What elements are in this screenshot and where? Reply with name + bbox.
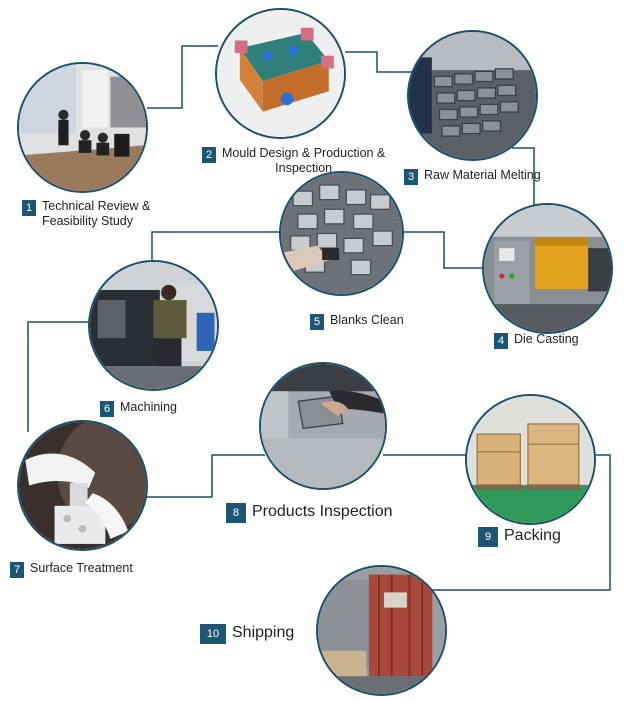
step-10-label: 10 Shipping [200,623,294,644]
photo-packing [465,394,596,525]
step-1-title: Technical Review & Feasibility Study [42,199,151,228]
step-5-number: 5 [310,314,324,330]
step-6-title: Machining [120,400,177,414]
step-3-label: 3 Raw Material Melting [404,168,541,185]
step-7-label: 7 Surface Treatment [10,561,133,578]
photo-mould-design [215,8,346,139]
photo-products-inspection [259,362,387,490]
photo-raw-material [407,30,538,161]
photo-technical-review [17,62,148,193]
step-9-title: Packing [504,527,561,544]
photo-shipping [316,565,447,696]
step-5-label: 5 Blanks Clean [310,313,404,330]
connector-7-8 [146,454,265,498]
photo-machining [88,260,219,391]
connector-5-6 [151,231,281,262]
step-9-number: 9 [478,527,498,547]
photo-die-casting [482,203,613,334]
step-10-title: Shipping [232,624,295,641]
step-4-label: 4 Die Casting [494,332,579,349]
step-4-number: 4 [494,333,508,349]
step-10-number: 10 [200,624,226,644]
step-2-title: Mould Design & Production & Inspection [222,146,386,175]
step-3-number: 3 [404,169,418,185]
step-9-label: 9 Packing [478,526,561,547]
step-6-label: 6 Machining [100,400,177,417]
step-5-title: Blanks Clean [330,313,404,327]
step-7-number: 7 [10,562,24,578]
step-4-title: Die Casting [514,332,579,346]
step-2-label: 2 Mould Design & Production & Inspection [202,146,385,176]
photo-surface-treatment [17,420,148,551]
step-1-number: 1 [22,200,36,216]
photo-blanks-clean [279,171,404,296]
step-6-number: 6 [100,401,114,417]
connector-3-4 [512,147,535,210]
connector-4-5 [402,231,485,269]
step-2-number: 2 [202,147,216,163]
step-8-title: Products Inspection [252,503,393,520]
step-8-label: 8 Products Inspection [226,502,393,523]
step-1-label: 1 Technical Review & Feasibility Study [22,199,150,229]
connector-2-3 [345,51,412,73]
step-3-title: Raw Material Melting [424,168,541,182]
connector-9-10 [424,454,611,591]
connector-6-7 [27,321,92,432]
connector-1-2 [147,45,218,109]
step-7-title: Surface Treatment [30,561,133,575]
step-8-number: 8 [226,503,246,523]
